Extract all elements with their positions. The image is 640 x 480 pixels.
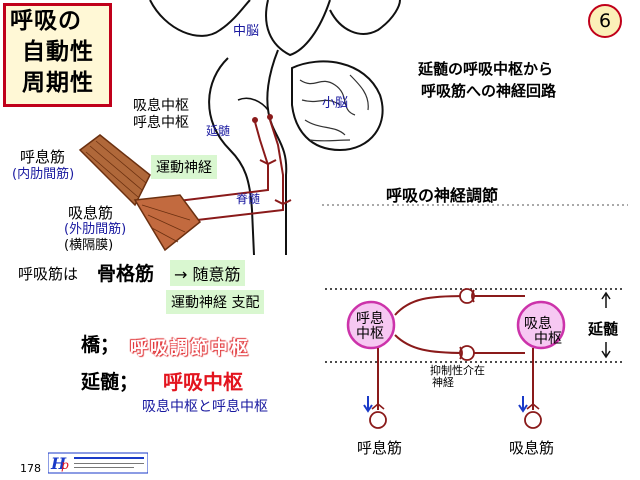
publisher-logo: H p	[48, 452, 148, 474]
inspiratory-muscle-bottom-label: 吸息筋	[509, 439, 555, 457]
title-line-3: 周期性	[22, 70, 94, 96]
insp-center-line2: 中枢	[534, 331, 562, 347]
centers-label-line2: 呼息中枢	[133, 115, 189, 131]
pons-center-hidden-text: 呼吸調節中枢	[130, 338, 250, 359]
resp-center-text: 呼吸中枢	[163, 370, 243, 394]
resp-muscle-prefix: 呼吸筋は	[18, 265, 79, 283]
midbrain-label: 中脳	[233, 24, 260, 39]
pons-label: 橋；	[81, 334, 120, 356]
medulla-label: 延髄	[206, 124, 231, 138]
expiratory-muscle-icon	[78, 134, 151, 207]
inspiratory-muscle-label: 吸息筋	[68, 204, 114, 222]
motor-nerve-label: 運動神経	[151, 155, 217, 179]
insp-center-line1: 吸息	[524, 316, 552, 332]
expiratory-muscle-label: 呼息筋	[20, 148, 66, 166]
neural-regulation-heading: 呼吸の神経調節	[386, 186, 499, 205]
circuit-medulla-label: 延髄	[588, 320, 619, 338]
expiratory-muscle-bottom-label: 呼息筋	[357, 439, 403, 457]
inhibitory-line2: 神経	[432, 376, 454, 389]
inhibitory-neuron-label: 抑制性介在 神経	[430, 365, 485, 389]
medulla-text-label: 延髄；	[81, 371, 139, 393]
motor-control-text: 運動神経 支配	[166, 290, 265, 314]
external-intercostal-label: (外肋間筋)	[64, 222, 127, 237]
inspiratory-muscle-icon	[133, 194, 202, 252]
circuit-heading-line2: 呼吸筋への神経回路	[421, 82, 557, 100]
title-line-1: 呼吸の	[10, 8, 82, 34]
circuit-heading: 延髄の呼吸中枢から 呼吸筋への神経回路	[418, 58, 556, 102]
exp-center-line2: 中枢	[356, 326, 384, 342]
voluntary-muscle-text: → 随意筋	[170, 260, 245, 286]
centers-label-line1: 吸息中枢	[133, 98, 189, 114]
inspiratory-center-label: 吸息 中枢	[524, 317, 562, 347]
centers-label: 吸息中枢 呼息中枢	[133, 98, 189, 132]
circuit-heading-line1: 延髄の呼吸中枢から	[418, 60, 554, 78]
exp-center-line1: 呼息	[356, 311, 384, 327]
page-number: 178	[20, 462, 41, 475]
svg-text:H: H	[50, 454, 67, 473]
expiratory-center-label: 呼息 中枢	[356, 312, 384, 342]
skeletal-muscle-text: 骨格筋	[97, 263, 155, 285]
internal-intercostal-label: (内肋間筋)	[12, 167, 75, 182]
svg-text:p: p	[61, 458, 69, 472]
title-line-2: 自動性	[22, 39, 94, 65]
inhibitory-line1: 抑制性介在	[430, 364, 485, 377]
spinal-cord-label: 脊髄	[236, 192, 261, 206]
diaphragm-label: (横隔膜)	[64, 238, 114, 253]
slide-number-badge: 6	[588, 4, 622, 38]
title-box: 呼吸の 自動性 周期性	[3, 3, 112, 107]
centers-detail-text: 吸息中枢と呼息中枢	[142, 399, 268, 415]
cerebellum-label: 小脳	[322, 96, 349, 111]
